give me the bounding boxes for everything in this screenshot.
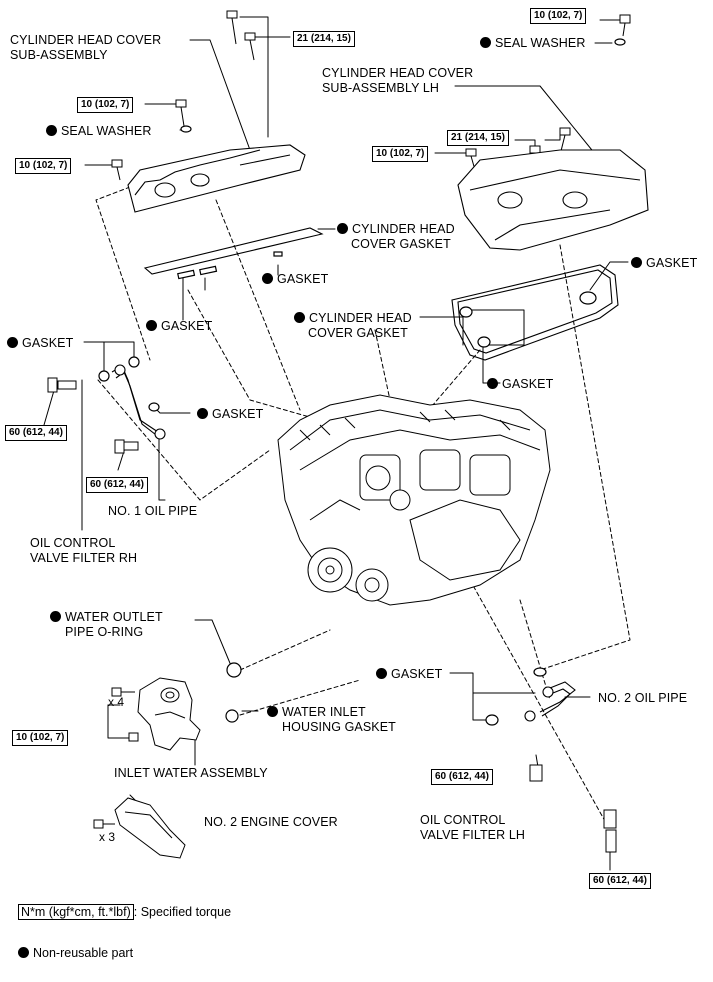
legend-torque-desc: : Specified torque [133,905,232,919]
torque-box-10-lh-top: 10 (102, 7) [530,8,587,24]
label-inlet-water-assembly: INLET WATER ASSEMBLY [114,766,268,780]
torque-box-10-lh: 10 (102, 7) [372,146,429,162]
label-no2-engine-cover: NO. 2 ENGINE COVER [204,815,338,829]
non-reusable-marker [50,611,61,622]
no2-oil-pipe [524,681,576,722]
non-reusable-marker [262,273,273,284]
seals [98,38,626,726]
non-reusable-marker [46,125,57,136]
non-reusable-marker [7,337,18,348]
inlet-water-assembly [137,677,201,751]
label-ocv-filter-rh: OIL CONTROL VALVE FILTER RH [30,536,138,565]
label-water-inlet-gasket: WATER INLET HOUSING GASKET [267,705,396,735]
label-water-outlet-oring: WATER OUTLET PIPE O-RING [50,610,163,640]
non-reusable-marker [631,257,642,268]
label-gasket-oil-pipe-1-lower: GASKET [197,407,263,422]
label-cyl-head-cover-sub-assy: CYLINDER HEAD COVER SUB-ASSEMBLY [10,33,162,62]
non-reusable-marker [487,378,498,389]
torque-box-10-rh-upper: 10 (102, 7) [77,97,134,113]
non-reusable-marker [18,947,29,958]
cylinder-head-cover-lh [457,149,649,251]
no2-engine-cover [114,797,186,859]
torque-box-60-ocv-rh: 60 (612, 44) [5,425,67,441]
legend-torque-unit: N*m (kgf*cm, ft.*lbf) [18,904,134,920]
bolts [47,10,631,853]
label-gasket-oil-pipe-1: GASKET [7,336,73,351]
legend-non-reusable: Non-reusable part [18,945,133,961]
cylinder-head-cover-gasket-rh [143,227,324,275]
torque-box-10-rh-lower: 10 (102, 7) [15,158,72,174]
label-cyl-head-cover-sub-assy-lh: CYLINDER HEAD COVER SUB-ASSEMBLY LH [322,66,474,95]
non-reusable-marker [376,668,387,679]
multiplier-x4: x 4 [108,695,125,709]
label-seal-washer-rh: SEAL WASHER [46,124,151,139]
torque-box-21-lh: 21 (214, 15) [447,130,509,146]
torque-box-10-water-inlet: 10 (102, 7) [12,730,69,746]
cylinder-head-cover-gasket-lh [451,264,619,361]
non-reusable-marker [197,408,208,419]
legend-torque: N*m (kgf*cm, ft.*lbf): Specified torque [18,904,231,920]
non-reusable-marker [294,312,305,323]
cylinder-head-cover-rh [127,144,306,213]
label-no1-oil-pipe: NO. 1 OIL PIPE [108,504,198,518]
dashed-connectors [95,186,631,831]
torque-box-60-union-rh: 60 (612, 44) [86,477,148,493]
label-gasket-rh-cover: GASKET [146,319,212,334]
torque-box-60-union-lh: 60 (612, 44) [431,769,493,785]
label-gasket-lh-plug: GASKET [631,256,697,271]
non-reusable-marker [146,320,157,331]
label-cyl-head-cover-gasket-rh: CYLINDER HEAD COVER GASKET [337,222,455,252]
label-gasket-lh-cover: GASKET [487,377,553,392]
torque-box-21-rh: 21 (214, 15) [293,31,355,47]
no1-oil-pipe [111,364,166,440]
label-gasket-oil-pipe-2: GASKET [376,667,442,682]
label-ocv-filter-lh: OIL CONTROL VALVE FILTER LH [420,813,526,842]
label-seal-washer-lh: SEAL WASHER [480,36,585,51]
engine-block [277,394,551,606]
non-reusable-marker [267,706,278,717]
multiplier-x3: x 3 [99,830,116,844]
label-gasket-plug-tube: GASKET [262,272,328,287]
label-no2-oil-pipe: NO. 2 OIL PIPE [598,691,688,705]
label-cyl-head-cover-gasket-lh: CYLINDER HEAD COVER GASKET [294,311,412,341]
non-reusable-marker [337,223,348,234]
torque-box-60-ocv-lh: 60 (612, 44) [589,873,651,889]
non-reusable-marker [480,37,491,48]
